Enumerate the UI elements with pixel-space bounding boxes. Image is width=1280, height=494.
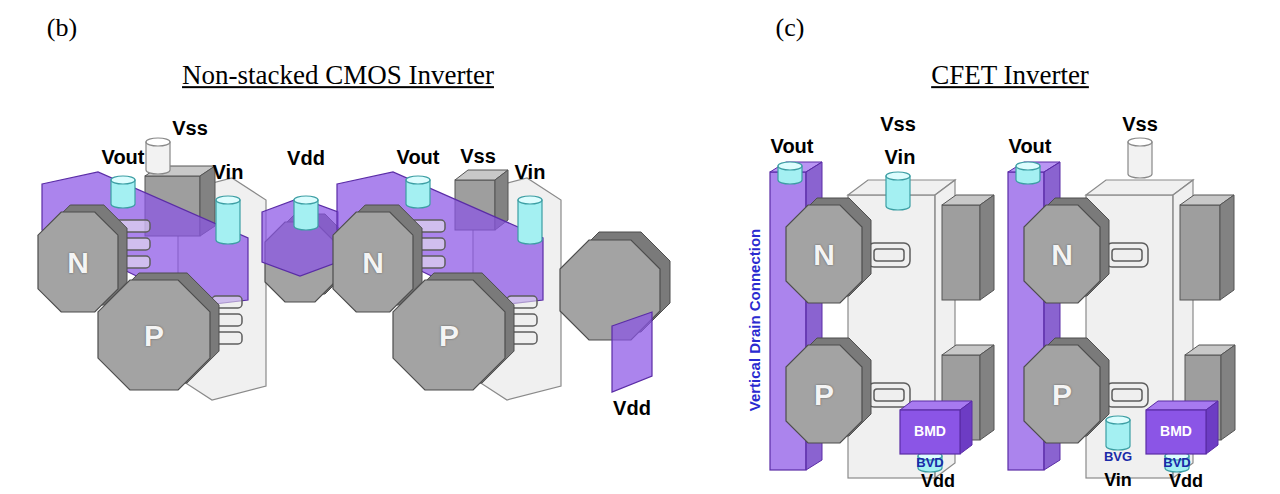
contact-via xyxy=(146,138,170,146)
source-block xyxy=(1180,205,1220,300)
nanosheet xyxy=(1106,243,1148,267)
panel-letter: (c) xyxy=(776,14,805,43)
node-label: BMD xyxy=(914,424,946,439)
source-drain-epi: P xyxy=(1024,345,1100,443)
terminal-name: Vin xyxy=(515,161,546,183)
nanosheet xyxy=(868,243,910,267)
source-block xyxy=(980,345,994,440)
drain-contact xyxy=(612,312,652,392)
octagon-face xyxy=(786,205,862,303)
nanosheet xyxy=(874,249,904,261)
node-label: P xyxy=(814,378,834,411)
terminal-name: Vss xyxy=(172,117,208,139)
contact-via xyxy=(216,200,240,244)
octagon-face xyxy=(333,212,413,312)
metal-box-face xyxy=(900,410,960,454)
contact-via xyxy=(406,176,430,184)
contact-via xyxy=(886,172,910,180)
drain-contact xyxy=(262,198,338,276)
source-drain-epi: N xyxy=(1024,205,1100,303)
nanosheet xyxy=(1106,243,1148,407)
terminal-name: Vss xyxy=(880,113,916,135)
annotation: Vertical Drain Connection xyxy=(747,229,764,412)
octagon-face xyxy=(393,280,505,390)
via-name: BVG xyxy=(1104,450,1132,464)
source-block xyxy=(980,195,994,300)
nanosheet xyxy=(874,389,904,401)
nanosheet xyxy=(1112,389,1142,401)
panel-letter: (b) xyxy=(47,14,77,43)
nanosheet xyxy=(868,243,910,407)
source-drain-epi: P xyxy=(786,345,862,443)
contact-via xyxy=(1106,416,1130,424)
contact-via xyxy=(146,142,170,174)
terminal-name: Vout xyxy=(1009,135,1052,157)
octagon-face xyxy=(1024,205,1100,303)
source-drain-epi xyxy=(560,232,670,340)
terminal-name: Vdd xyxy=(921,472,955,492)
terminal-name: Vin xyxy=(213,161,244,183)
contact-via xyxy=(518,196,542,204)
contact-via xyxy=(1128,138,1152,146)
terminal-name: Vdd xyxy=(613,397,651,419)
nanosheet xyxy=(868,383,910,407)
octagon-face xyxy=(38,212,118,312)
contact-via xyxy=(1016,162,1040,170)
octagon-face xyxy=(1024,345,1100,443)
nanosheet xyxy=(1112,249,1142,261)
metal-box-face xyxy=(1146,410,1206,454)
metal-box-side xyxy=(1206,401,1218,454)
contact-via xyxy=(406,176,542,244)
contact-via xyxy=(1128,142,1152,178)
node-label: N xyxy=(1051,238,1073,271)
panel-heading: Non-stacked CMOS Inverter xyxy=(182,61,494,91)
source-block xyxy=(1221,345,1235,440)
backside-metal-box: BMD xyxy=(1146,410,1206,454)
node-label: N xyxy=(813,238,835,271)
source-block xyxy=(1220,195,1234,300)
node-label: N xyxy=(67,246,89,279)
terminal-name: Vss xyxy=(460,145,496,167)
nanosheet xyxy=(1106,383,1148,407)
source-drain-epi: N xyxy=(38,212,118,312)
source-drain-epi: N xyxy=(786,205,862,303)
via-name: BVD xyxy=(916,456,943,470)
octagon-face xyxy=(786,345,862,443)
panel-heading: CFET Inverter xyxy=(931,61,1089,91)
terminal-name: Vout xyxy=(397,146,440,168)
source-drain-epi: P xyxy=(393,280,505,390)
terminal-name: Vout xyxy=(771,135,814,157)
source-drain-epi: N xyxy=(333,212,413,312)
contact-via xyxy=(216,196,240,204)
contact-via xyxy=(518,200,542,244)
contact-via xyxy=(294,196,318,204)
node-label: P xyxy=(439,319,459,352)
via-name: BVD xyxy=(1163,456,1190,470)
source-drain-epi: P xyxy=(98,280,210,390)
node-label: N xyxy=(362,246,384,279)
contact-via xyxy=(778,162,802,170)
node-label: P xyxy=(1052,378,1072,411)
terminal-name: Vout xyxy=(102,146,145,168)
terminal-name: Vdd xyxy=(1169,472,1203,492)
metal-box-side xyxy=(960,401,972,454)
node-label: BMD xyxy=(1160,424,1192,439)
contact-via xyxy=(886,176,910,210)
terminal-name: Vss xyxy=(1122,113,1158,135)
octagon-face xyxy=(98,280,210,390)
terminal-name: Vin xyxy=(885,146,916,168)
terminal-name: Vin xyxy=(1104,471,1132,491)
terminal-name: Vdd xyxy=(287,147,325,169)
source-block xyxy=(942,205,980,300)
node-label: P xyxy=(144,319,164,352)
backside-metal-box: BMD xyxy=(900,410,960,454)
contact-via xyxy=(111,176,135,184)
